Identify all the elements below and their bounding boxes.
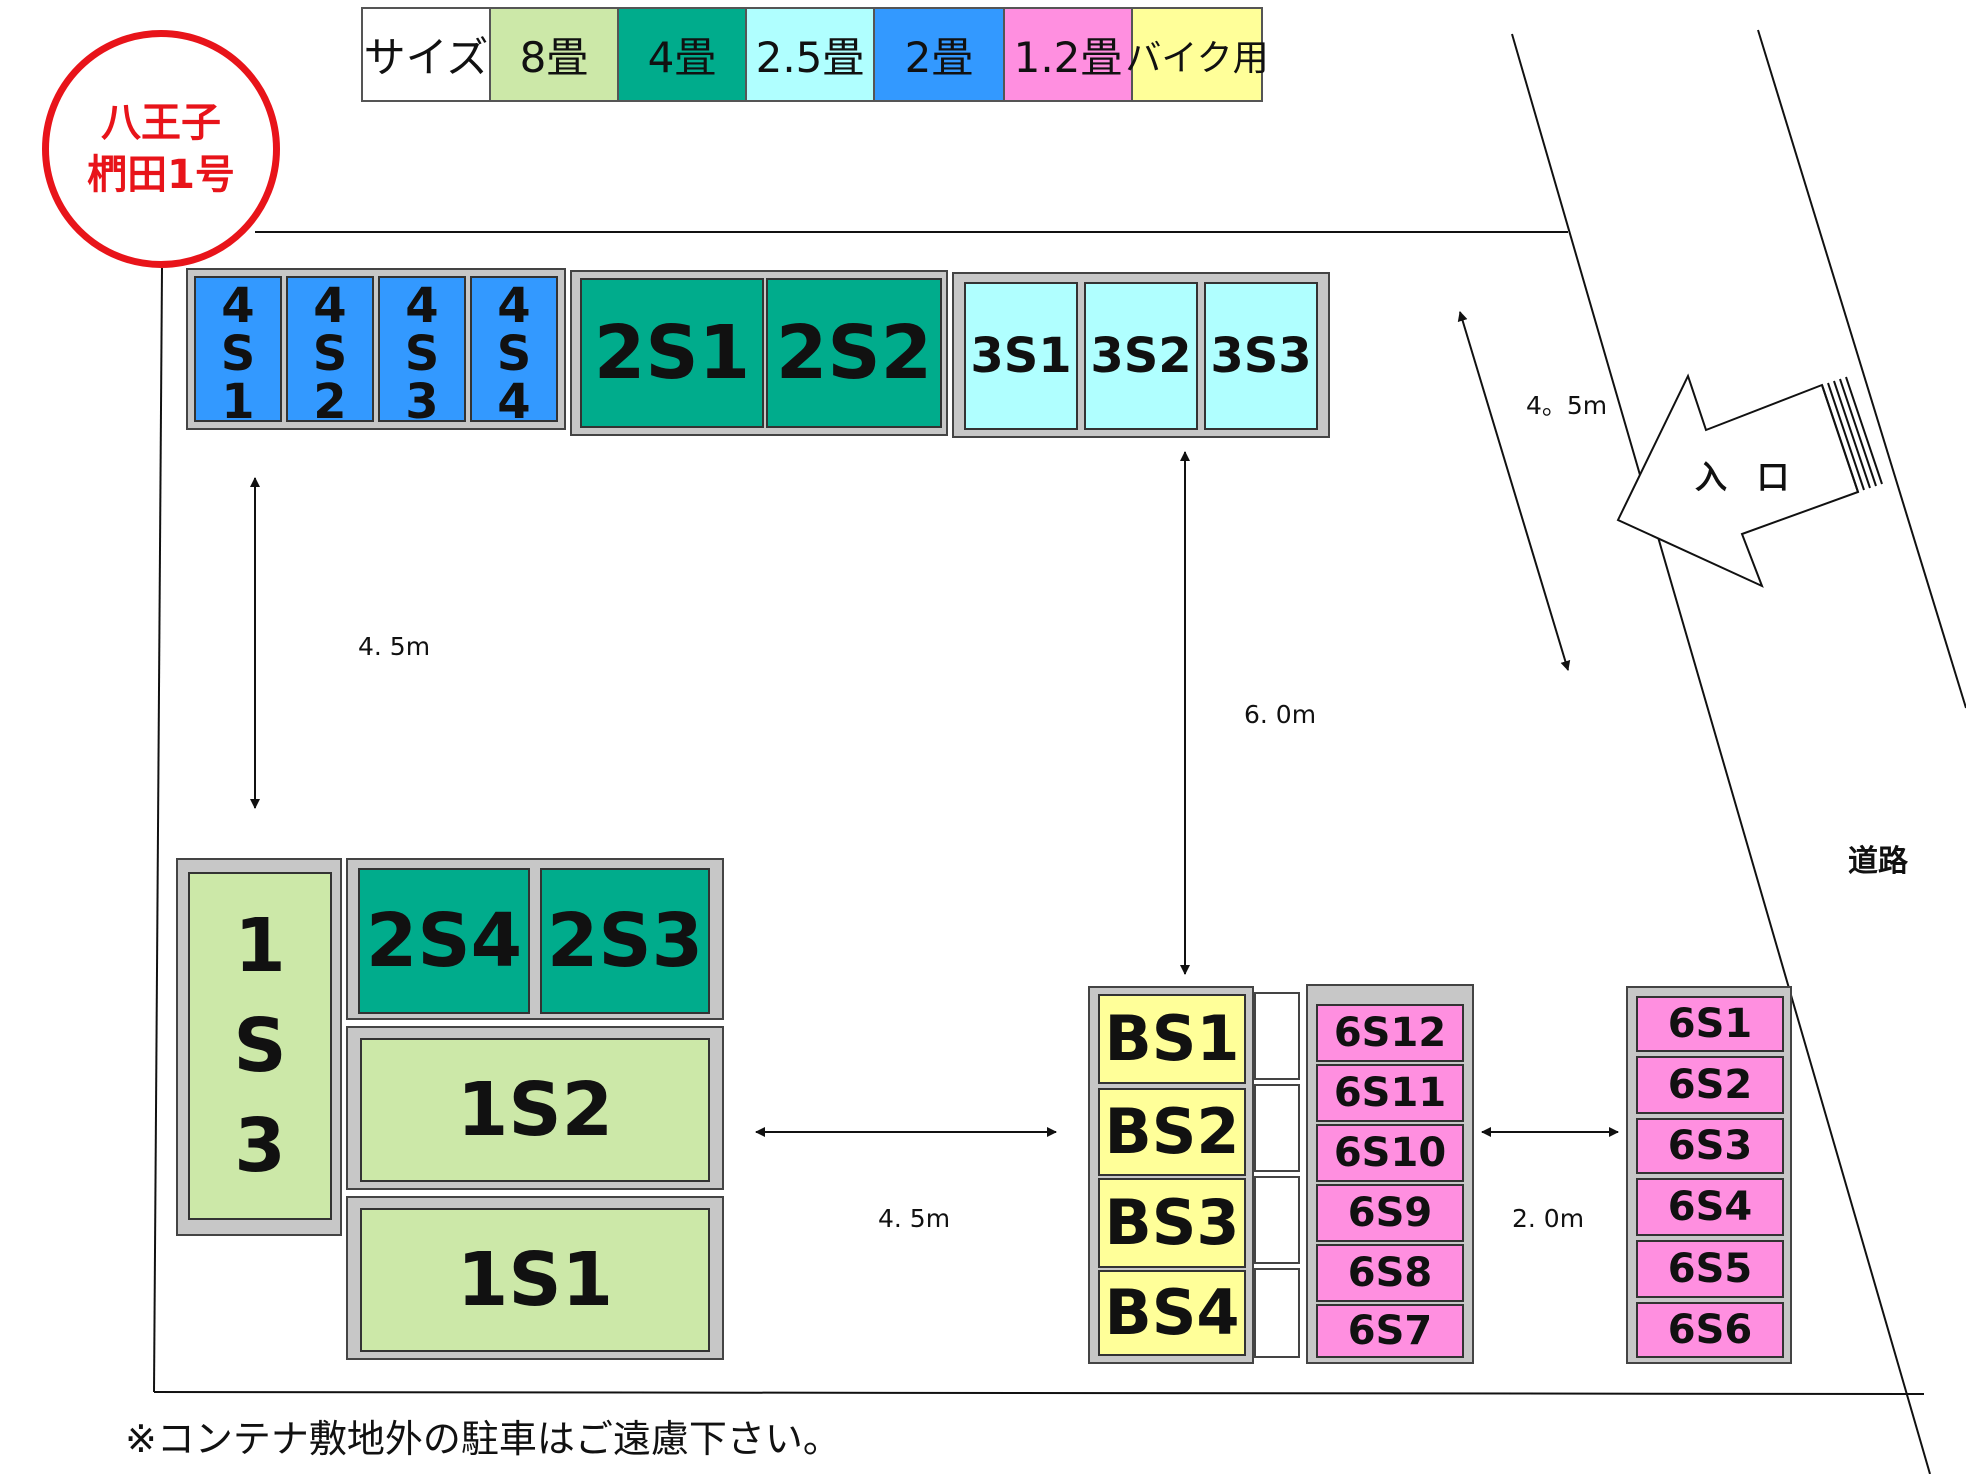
legend-8-jo: 8畳 bbox=[491, 9, 619, 100]
site-name-badge: 八王子 椚田1号 bbox=[42, 30, 280, 268]
unit-group-1s2: 1S2 bbox=[346, 1026, 724, 1190]
legend-4-jo: 4畳 bbox=[619, 9, 747, 100]
parking-note: ※コンテナ敷地外の駐車はご遠慮下さい。 bbox=[125, 1417, 841, 1461]
unit-group-2s-top: 2S1 2S2 bbox=[570, 270, 948, 436]
legend-1-2-jo: 1.2畳 bbox=[1005, 9, 1133, 100]
legend-2-5-jo: 2.5畳 bbox=[747, 9, 875, 100]
site-boundary-left bbox=[153, 267, 163, 1393]
unit-6s5[interactable]: 6S5 bbox=[1636, 1240, 1784, 1298]
size-legend: サイズ 8畳 4畳 2.5畳 2畳 1.2畳 バイク用 bbox=[361, 7, 1269, 102]
dimension-center-vertical: 6. 0m bbox=[1244, 700, 1317, 729]
dimension-bottom-horizontal: 4. 5m bbox=[878, 1204, 951, 1233]
unit-6s7[interactable]: 6S7 bbox=[1316, 1304, 1464, 1358]
bike-slot-blank-1 bbox=[1254, 992, 1300, 1080]
dimension-arrow-entrance-road bbox=[1457, 311, 1571, 671]
unit-bs4[interactable]: BS4 bbox=[1098, 1270, 1246, 1356]
unit-2s3[interactable]: 2S3 bbox=[540, 868, 710, 1014]
dimension-between-rows: 2. 0m bbox=[1512, 1204, 1585, 1233]
unit-1s2[interactable]: 1S2 bbox=[360, 1038, 710, 1182]
entrance-label: 入口 bbox=[1695, 458, 1820, 496]
dimension-left-vertical: 4. 5m bbox=[358, 632, 431, 661]
unit-group-2s-bottom: 2S4 2S3 bbox=[346, 858, 724, 1020]
unit-6s12[interactable]: 6S12 bbox=[1316, 1004, 1464, 1062]
unit-3s3[interactable]: 3S3 bbox=[1204, 282, 1318, 430]
unit-1s1[interactable]: 1S1 bbox=[360, 1208, 710, 1352]
dimension-entrance-road: 4。5m bbox=[1526, 391, 1608, 420]
bike-slot-blank-3 bbox=[1254, 1176, 1300, 1264]
legend-2-jo: 2畳 bbox=[875, 9, 1005, 100]
bike-slot-blank-2 bbox=[1254, 1084, 1300, 1172]
road-edge-inner bbox=[1511, 33, 1931, 1474]
unit-2s1[interactable]: 2S1 bbox=[580, 278, 764, 428]
unit-bs3[interactable]: BS3 bbox=[1098, 1178, 1246, 1268]
legend-bike: バイク用 bbox=[1125, 9, 1269, 100]
unit-group-3s: 3S1 3S2 3S3 bbox=[952, 272, 1330, 438]
bike-slot-blank-4 bbox=[1254, 1268, 1300, 1358]
unit-6s3[interactable]: 6S3 bbox=[1636, 1118, 1784, 1174]
unit-3s1[interactable]: 3S1 bbox=[964, 282, 1078, 430]
road-label: 道路 bbox=[1848, 844, 1908, 879]
unit-group-6s-left: 6S12 6S11 6S10 6S9 6S8 6S7 bbox=[1306, 984, 1474, 1364]
unit-6s11[interactable]: 6S11 bbox=[1316, 1064, 1464, 1122]
unit-bs1[interactable]: BS1 bbox=[1098, 994, 1246, 1084]
unit-6s9[interactable]: 6S9 bbox=[1316, 1184, 1464, 1242]
unit-group-bike: BS1 BS2 BS3 BS4 bbox=[1088, 986, 1254, 1364]
unit-6s2[interactable]: 6S2 bbox=[1636, 1056, 1784, 1114]
unit-6s10[interactable]: 6S10 bbox=[1316, 1124, 1464, 1182]
unit-group-6s-right: 6S1 6S2 6S3 6S4 6S5 6S6 bbox=[1626, 986, 1792, 1364]
unit-group-1s1: 1S1 bbox=[346, 1196, 724, 1360]
unit-6s6[interactable]: 6S6 bbox=[1636, 1302, 1784, 1358]
unit-6s1[interactable]: 6S1 bbox=[1636, 996, 1784, 1052]
unit-2s2[interactable]: 2S2 bbox=[766, 278, 942, 428]
road-edge-outer bbox=[1757, 29, 1966, 709]
site-name-line2: 椚田1号 bbox=[87, 152, 235, 198]
unit-6s4[interactable]: 6S4 bbox=[1636, 1178, 1784, 1236]
unit-bs2[interactable]: BS2 bbox=[1098, 1088, 1246, 1176]
unit-2s4[interactable]: 2S4 bbox=[358, 868, 530, 1014]
unit-3s2[interactable]: 3S2 bbox=[1084, 282, 1198, 430]
entrance-arrow-icon bbox=[1616, 373, 1883, 588]
unit-6s8[interactable]: 6S8 bbox=[1316, 1244, 1464, 1302]
site-name-line1: 八王子 bbox=[101, 100, 221, 146]
legend-size-label: サイズ bbox=[363, 9, 491, 100]
site-boundary-bottom bbox=[153, 1391, 1925, 1395]
